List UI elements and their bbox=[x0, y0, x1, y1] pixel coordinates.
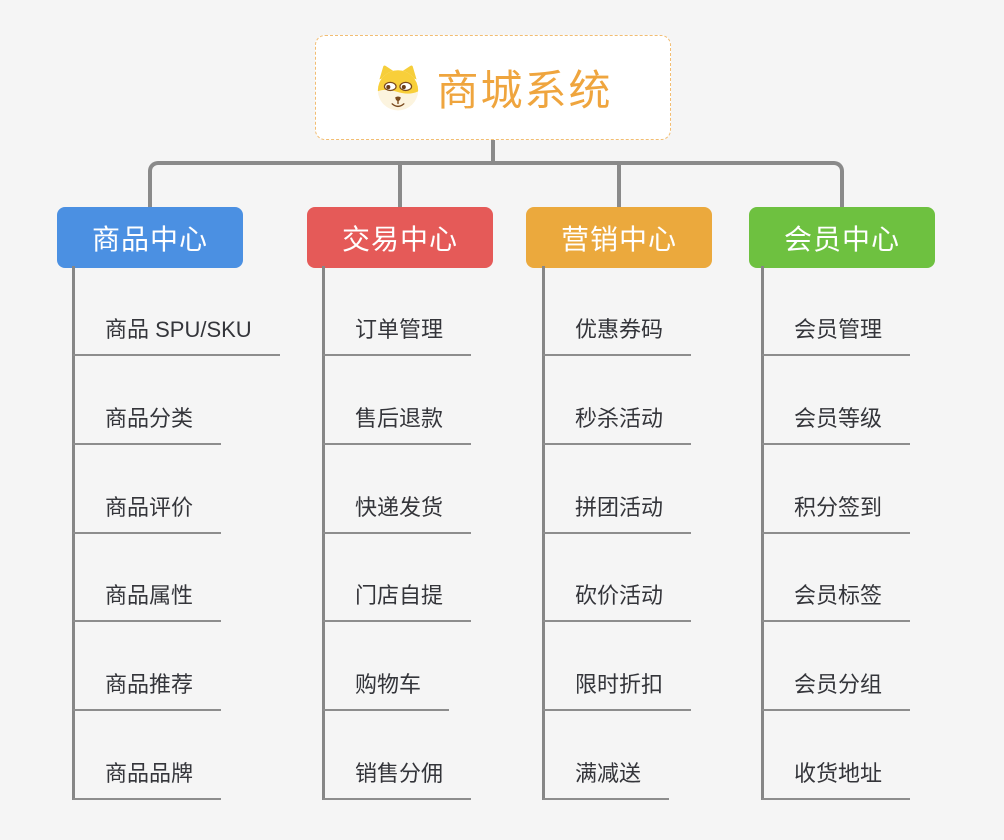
root-node[interactable]: 商城系统 bbox=[315, 35, 671, 140]
leaf-node[interactable]: 会员标签 bbox=[762, 579, 911, 622]
leaf-node[interactable]: 订单管理 bbox=[323, 313, 472, 356]
leaf-node[interactable]: 商品分类 bbox=[73, 402, 222, 445]
connector-drop-marketing-center bbox=[617, 165, 621, 207]
branch-node-member-center[interactable]: 会员中心 bbox=[749, 207, 935, 268]
connector-bus-left bbox=[148, 161, 493, 207]
leaf-node[interactable]: 秒杀活动 bbox=[543, 402, 692, 445]
leaf-node[interactable]: 砍价活动 bbox=[543, 579, 692, 622]
dog-icon bbox=[373, 64, 423, 112]
leaf-node[interactable]: 满减送 bbox=[543, 757, 670, 800]
leaf-node[interactable]: 售后退款 bbox=[323, 402, 472, 445]
branch-node-trade-center[interactable]: 交易中心 bbox=[307, 207, 493, 268]
leaf-node[interactable]: 优惠券码 bbox=[543, 313, 692, 356]
leaf-node[interactable]: 快递发货 bbox=[323, 491, 472, 534]
branch-label: 商品中心 bbox=[91, 223, 208, 255]
leaf-node[interactable]: 商品推荐 bbox=[73, 668, 222, 711]
connector-drop-trade-center bbox=[398, 165, 402, 207]
leaf-node[interactable]: 商品属性 bbox=[73, 579, 222, 622]
leaf-node[interactable]: 会员等级 bbox=[762, 402, 911, 445]
leaf-node[interactable]: 商品 SPU/SKU bbox=[73, 313, 280, 356]
leaf-node[interactable]: 拼团活动 bbox=[543, 491, 692, 534]
branch-label: 会员中心 bbox=[783, 223, 900, 255]
leaf-node[interactable]: 购物车 bbox=[323, 668, 450, 711]
branch-node-product-center[interactable]: 商品中心 bbox=[57, 207, 243, 268]
leaf-node[interactable]: 门店自提 bbox=[323, 579, 472, 622]
branch-node-marketing-center[interactable]: 营销中心 bbox=[526, 207, 712, 268]
connector-bus-right bbox=[493, 161, 844, 207]
leaf-node[interactable]: 限时折扣 bbox=[543, 668, 692, 711]
leaf-node[interactable]: 积分签到 bbox=[762, 491, 911, 534]
branch-label: 交易中心 bbox=[341, 223, 458, 255]
leaf-node[interactable]: 商品品牌 bbox=[73, 757, 222, 800]
branch-label: 营销中心 bbox=[560, 223, 677, 255]
connector-root-stem bbox=[491, 140, 495, 165]
root-title: 商城系统 bbox=[436, 67, 613, 114]
leaf-node[interactable]: 销售分佣 bbox=[323, 757, 472, 800]
leaf-node[interactable]: 商品评价 bbox=[73, 491, 222, 534]
leaf-node[interactable]: 收货地址 bbox=[762, 757, 911, 800]
leaf-node[interactable]: 会员管理 bbox=[762, 313, 911, 356]
leaf-node[interactable]: 会员分组 bbox=[762, 668, 911, 711]
